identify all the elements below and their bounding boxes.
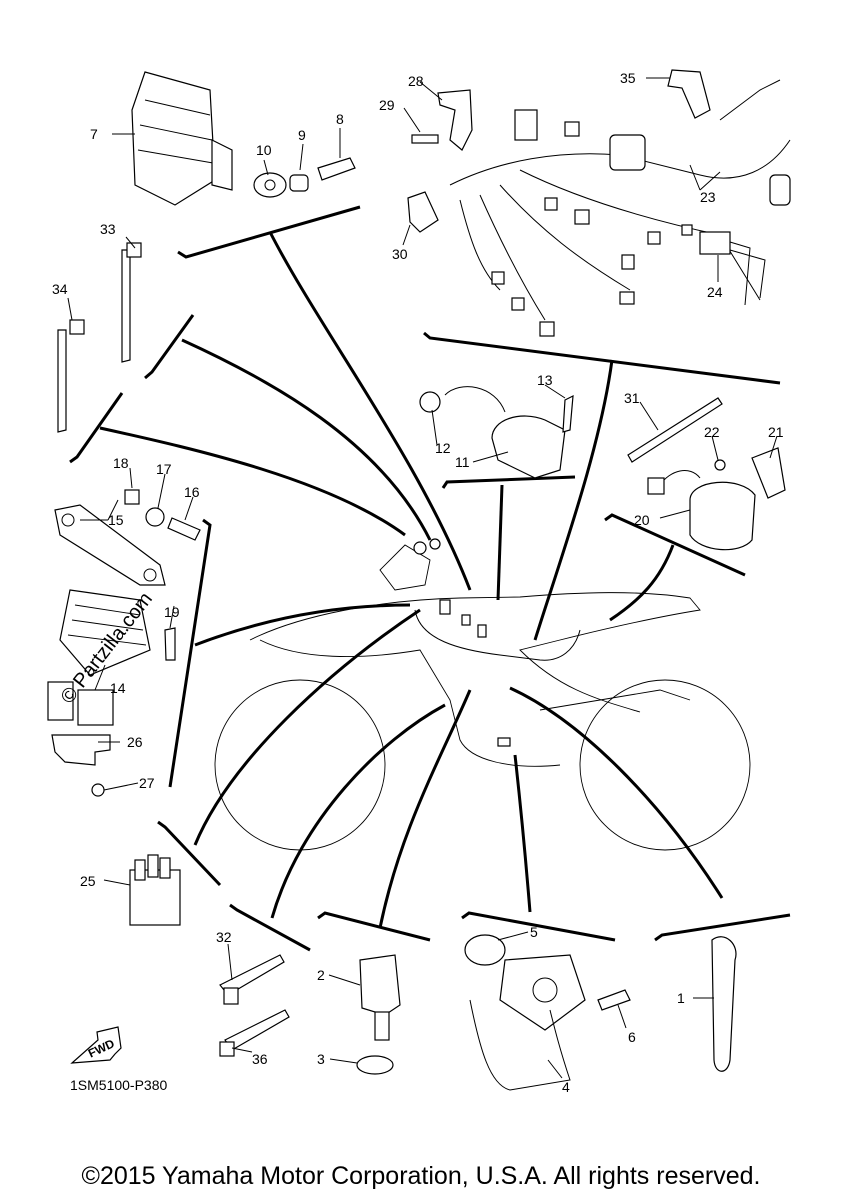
callout-36: 36 [252,1051,268,1067]
callout-32: 32 [216,929,232,945]
callout-34: 34 [52,281,68,297]
callout-leaders [67,77,778,1079]
motorcycle-outline [214,544,751,851]
bike-harness [413,538,581,747]
callout-11: 11 [455,454,470,470]
callout-2: 2 [317,967,325,983]
callout-8: 8 [336,111,344,127]
callout-15: 15 [108,512,124,528]
callout-labels: 1 2 3 4 5 6 7 8 9 10 11 12 13 14 15 16 1… [52,70,784,1095]
callout-21: 21 [768,424,784,440]
callout-18: 18 [113,455,129,471]
callout-14: 14 [110,680,126,696]
callout-29: 29 [379,97,395,113]
callout-35: 35 [620,70,636,86]
callout-23: 23 [700,189,716,205]
callout-13: 13 [537,372,553,388]
callout-22: 22 [704,424,720,440]
callout-1: 1 [677,990,685,1006]
callout-31: 31 [624,390,640,406]
callout-12: 12 [435,440,451,456]
callout-17: 17 [156,461,172,477]
callout-10: 10 [256,142,272,158]
callout-19: 19 [164,604,180,620]
callout-26: 26 [127,734,143,750]
copyright-notice: ©2015 Yamaha Motor Corporation, U.S.A. A… [81,1162,761,1190]
callout-28: 28 [408,73,424,89]
callout-16: 16 [184,484,200,500]
callout-7: 7 [90,126,98,142]
callout-33: 33 [100,221,116,237]
callout-20: 20 [634,512,650,528]
group-brackets [69,205,791,952]
callout-30: 30 [392,246,408,262]
leader-lines [99,231,724,929]
callout-4: 4 [562,1079,570,1095]
callout-25: 25 [80,873,96,889]
part-sketches [47,69,791,1091]
callout-9: 9 [298,127,306,143]
callout-5: 5 [530,924,538,940]
callout-27: 27 [139,775,155,791]
callout-6: 6 [628,1029,636,1045]
callout-24: 24 [707,284,723,300]
diagram-code: 1SM5100-P380 [70,1077,168,1093]
callout-3: 3 [317,1051,325,1067]
